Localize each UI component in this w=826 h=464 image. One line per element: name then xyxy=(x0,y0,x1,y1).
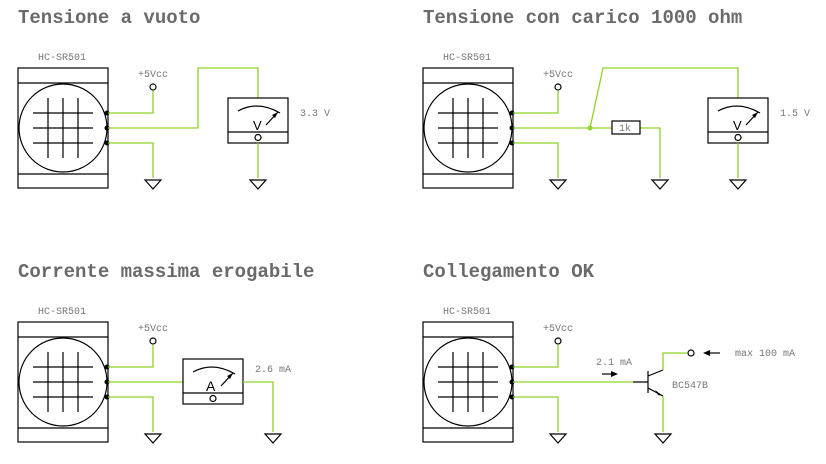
resistor xyxy=(611,120,641,135)
transistor-label: BC547B xyxy=(672,381,708,392)
svg-text:A: A xyxy=(206,378,216,394)
supply-label: +5Vcc xyxy=(543,324,573,335)
current-reading: 2.6 mA xyxy=(255,365,291,376)
panel-title: Tensione con carico 1000 ohm xyxy=(423,7,742,29)
supply-label: +5Vcc xyxy=(138,70,168,81)
panel-open-voltage: Tensione a vuoto HC-SR501 +5Vcc V 3.3 V xyxy=(17,7,330,190)
module-label: HC-SR501 xyxy=(38,307,86,318)
transistor-icon xyxy=(633,369,664,397)
resistor-label: 1k xyxy=(619,123,631,135)
panel-title: Tensione a vuoto xyxy=(18,7,200,29)
base-current-label: 2.1 mA xyxy=(596,358,632,369)
svg-text:V: V xyxy=(253,118,262,133)
panel-connection-ok: Collegamento OK HC-SR501 +5Vcc 2.1 mA ma… xyxy=(422,261,795,444)
module-label: HC-SR501 xyxy=(38,53,86,64)
arrow-left-icon xyxy=(703,350,710,356)
svg-text:V: V xyxy=(733,118,742,133)
supply-label: +5Vcc xyxy=(138,324,168,335)
panel-title: Corrente massima erogabile xyxy=(18,261,314,283)
supply-label: +5Vcc xyxy=(543,70,573,81)
voltage-reading: 3.3 V xyxy=(300,109,330,120)
panel-load-voltage: Tensione con carico 1000 ohm HC-SR501 +5… xyxy=(422,7,810,190)
module-label: HC-SR501 xyxy=(443,53,491,64)
voltage-reading: 1.5 V xyxy=(780,109,810,120)
panel-max-current: Corrente massima erogabile HC-SR501 +5Vc… xyxy=(17,261,314,444)
arrow-right-icon xyxy=(611,371,618,377)
module-label: HC-SR501 xyxy=(443,307,491,318)
max-current-label: max 100 mA xyxy=(735,349,795,360)
panel-title: Collegamento OK xyxy=(423,261,595,283)
